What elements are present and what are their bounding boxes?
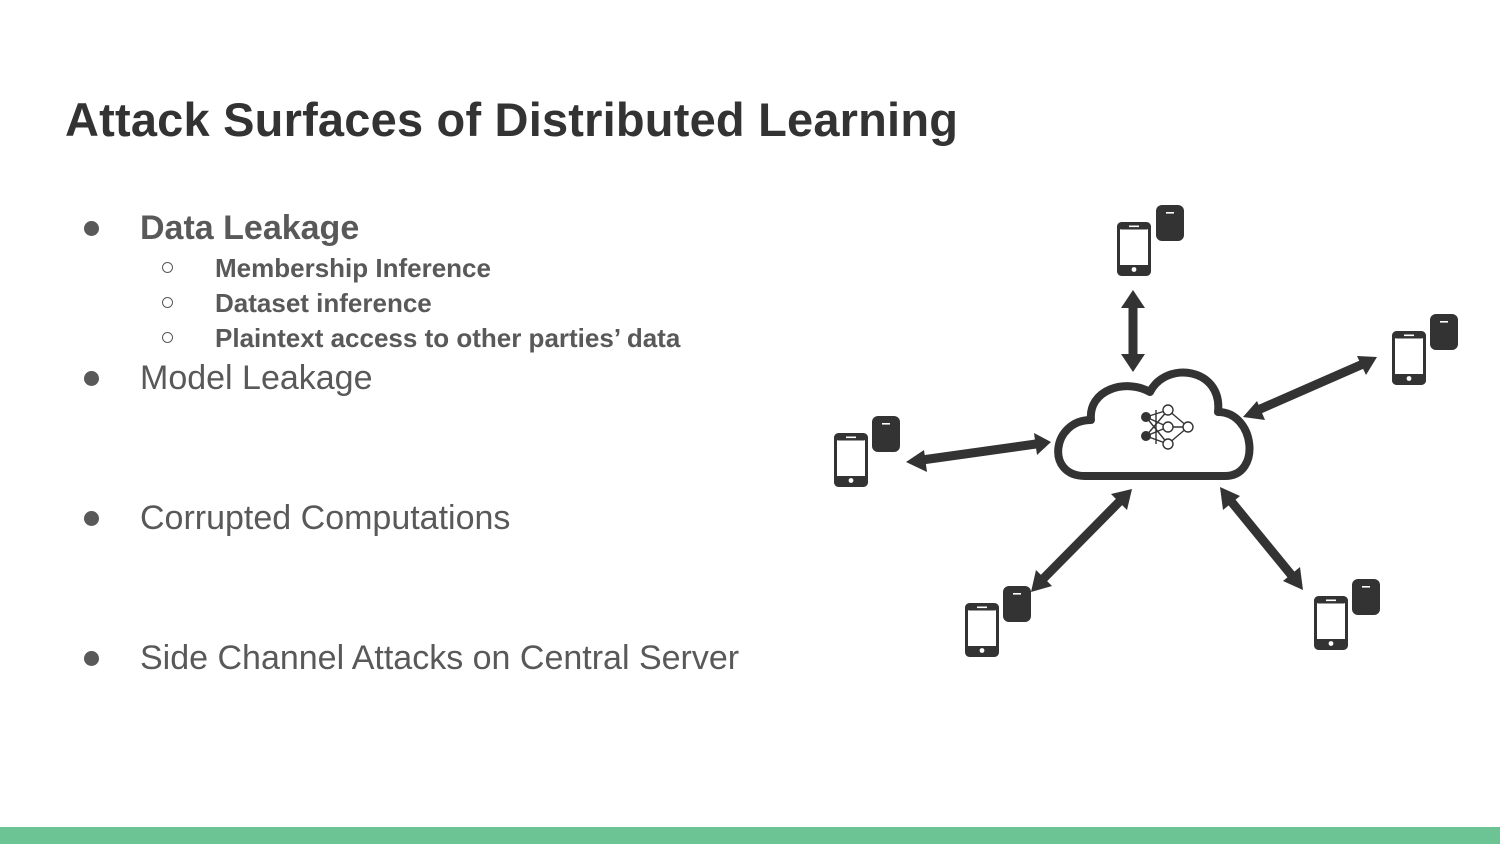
bullet-dot-icon (84, 650, 99, 666)
arrow-left (906, 433, 1051, 472)
footer-accent-bar (0, 827, 1500, 844)
smartphone-icon (1117, 222, 1151, 276)
arrow-bottom-left (1031, 489, 1132, 592)
device-right (1392, 314, 1458, 385)
smartphone-icon (1392, 331, 1426, 385)
sub-bullet-label: Plaintext access to other parties’ data (215, 323, 681, 353)
bullet-label: Corrupted Computations (140, 498, 511, 537)
device-left (834, 416, 900, 487)
device-bottom-right (1314, 579, 1380, 650)
bullet-label: Data Leakage (140, 208, 360, 247)
database-icon (1352, 579, 1380, 615)
arrow-right (1243, 356, 1377, 420)
sub-bullet-ring-icon (162, 332, 173, 343)
sub-bullet-label: Dataset inference (215, 288, 432, 318)
database-icon (1003, 586, 1031, 622)
database-icon (1156, 205, 1184, 241)
sub-bullet-ring-icon (162, 262, 173, 273)
smartphone-icon (965, 603, 999, 657)
bullet-dot-icon (84, 510, 99, 526)
distributed-learning-diagram (834, 205, 1458, 657)
smartphone-icon (1314, 596, 1348, 650)
arrow-bottom-right (1220, 487, 1303, 590)
bullet-label: Model Leakage (140, 358, 373, 397)
slide-title: Attack Surfaces of Distributed Learning (65, 93, 959, 146)
database-icon (872, 416, 900, 452)
bullet-dot-icon (84, 220, 99, 236)
sub-bullet-label: Membership Inference (215, 253, 491, 283)
sub-bullet-ring-icon (162, 297, 173, 308)
cloud-neural-network-icon (1054, 368, 1254, 480)
arrow-top (1121, 290, 1145, 372)
database-icon (1430, 314, 1458, 350)
bullet-label: Side Channel Attacks on Central Server (140, 638, 740, 677)
device-bottom-left (965, 586, 1031, 657)
smartphone-icon (834, 433, 868, 487)
device-top (1117, 205, 1184, 276)
bullet-dot-icon (84, 370, 99, 386)
bullet-list: Data Leakage Membership Inference Datase… (84, 208, 740, 677)
